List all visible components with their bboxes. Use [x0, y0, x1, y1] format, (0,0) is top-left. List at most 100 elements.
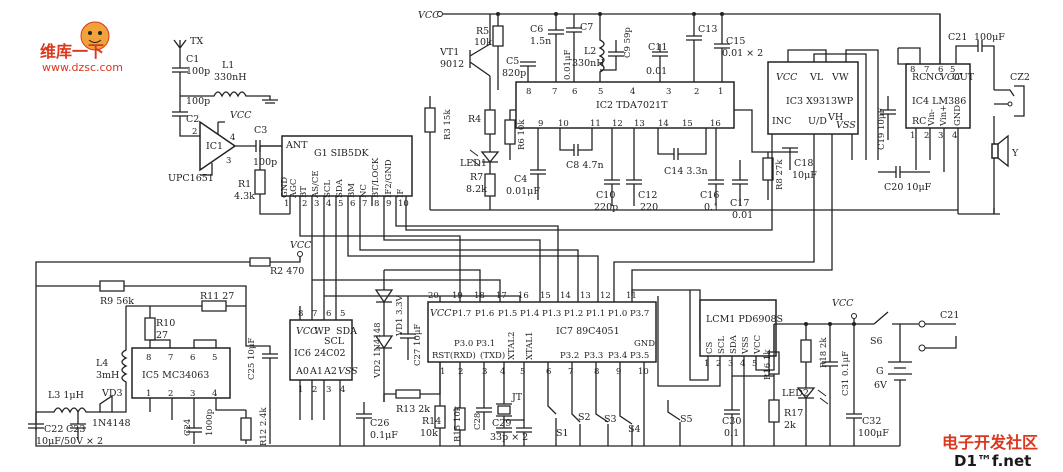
capacitor-c7: C7 0.01μF [563, 14, 593, 90]
svg-text:C29: C29 [492, 418, 511, 429]
svg-text:6: 6 [572, 87, 577, 97]
svg-text:3: 3 [482, 367, 487, 377]
svg-text:S1: S1 [556, 428, 569, 439]
svg-text:9012: 9012 [440, 59, 464, 70]
svg-text:LCM1 PD6908S: LCM1 PD6908S [706, 314, 783, 325]
svg-text:13: 13 [634, 119, 645, 129]
svg-text:11: 11 [590, 119, 601, 129]
svg-text:C30: C30 [722, 416, 741, 427]
svg-text:8: 8 [374, 199, 379, 209]
resistor-r15: R15 10k [453, 400, 466, 446]
capacitor-c13: C13 [686, 14, 717, 90]
svg-text:LED1: LED1 [460, 158, 487, 169]
capacitor-c2: 100p C2 [172, 96, 210, 137]
resistor-r16: R16 1k [763, 324, 780, 388]
svg-text:C18: C18 [794, 158, 813, 169]
svg-text:OUT: OUT [952, 72, 975, 83]
svg-text:10k: 10k [420, 428, 438, 439]
svg-text:7: 7 [168, 353, 173, 363]
svg-text:10k: 10k [474, 37, 492, 48]
svg-text:0.01 × 2: 0.01 × 2 [722, 48, 763, 59]
svg-text:VCC: VCC [418, 10, 440, 21]
svg-text:1: 1 [440, 367, 445, 377]
svg-text:4: 4 [952, 131, 957, 141]
svg-text:C26: C26 [370, 418, 389, 429]
svg-text:14: 14 [658, 119, 669, 129]
svg-text:VSS: VSS [741, 336, 751, 355]
svg-text:R3 15k: R3 15k [443, 109, 453, 140]
capacitor-c16: C16 0.1 [700, 128, 724, 213]
svg-text:15: 15 [540, 291, 551, 301]
resistor-r12: R12 2.4k [240, 407, 269, 446]
svg-text:P3.0 P3.1: P3.0 P3.1 [454, 339, 495, 349]
resistor-r3: R3 15k [424, 96, 453, 210]
svg-text:C28: C28 [473, 413, 483, 430]
svg-text:VSS: VSS [836, 120, 856, 131]
logo-text: 维库一下 [40, 42, 104, 61]
switch-s5[interactable]: S5 [667, 400, 693, 446]
svg-text:0.1: 0.1 [724, 428, 739, 439]
svg-text:5: 5 [340, 309, 345, 319]
svg-text:0.01: 0.01 [732, 210, 753, 221]
switch-s3[interactable]: S3 [595, 400, 617, 446]
resistor-r1: R1 4.3k 100p [234, 146, 277, 205]
svg-text:7: 7 [362, 199, 367, 209]
svg-text:RC: RC [912, 116, 926, 127]
ic1-amplifier: IC1 UPC1651 2 4 3 VCC [168, 110, 256, 184]
svg-text:3: 3 [326, 385, 331, 395]
svg-text:NC: NC [359, 184, 369, 198]
capacitor-c1: C1 100p [172, 54, 210, 96]
wire-ic2-to-mcu [347, 148, 833, 296]
svg-text:R16 1k: R16 1k [763, 349, 773, 380]
svg-text:5: 5 [752, 359, 757, 369]
resistor-r5: R5 10k [474, 14, 504, 90]
switch-s4[interactable]: S4 [619, 404, 641, 446]
svg-text:1: 1 [284, 199, 289, 209]
svg-text:6: 6 [546, 367, 551, 377]
svg-text:100μF: 100μF [858, 428, 889, 439]
svg-text:R15 10k: R15 10k [453, 405, 463, 442]
switch-s1[interactable]: S1 [547, 400, 569, 446]
svg-text:L3 1μH: L3 1μH [48, 390, 84, 401]
svg-text:100p: 100p [186, 66, 210, 77]
svg-text:P1.1: P1.1 [586, 309, 605, 319]
capacitor-c30: C30 0.1 [722, 376, 741, 446]
svg-text:1: 1 [704, 359, 709, 369]
svg-text:1N4148: 1N4148 [92, 418, 131, 429]
svg-text:100p: 100p [186, 96, 210, 107]
svg-text:8: 8 [910, 65, 915, 75]
svg-text:220: 220 [640, 202, 658, 213]
svg-text:IF: IF [396, 189, 406, 198]
svg-text:VD1 3.3V: VD1 3.3V [395, 294, 405, 337]
resistor-r17: R17 2k [768, 388, 803, 446]
svg-text:R9 56k: R9 56k [100, 296, 134, 307]
lcm1-display: LCM1 PD6908S CS SCL SDA VSS VCC 1 2 3 4 … [657, 290, 783, 446]
svg-text:S6: S6 [870, 336, 883, 347]
dzsc-logo[interactable]: 维库一下 www.dzsc.com [40, 21, 123, 74]
svg-text:2: 2 [302, 199, 307, 209]
svg-text:7: 7 [568, 367, 573, 377]
resistor-r11: R11 27 [126, 291, 246, 312]
svg-text:820p: 820p [502, 68, 526, 79]
svg-text:R1: R1 [238, 179, 251, 190]
svg-text:C27 10μF: C27 10μF [413, 324, 423, 366]
svg-text:3: 3 [314, 199, 319, 209]
svg-text:C10: C10 [596, 190, 615, 201]
svg-text:GND: GND [953, 105, 963, 126]
switch-s2[interactable]: S2 [571, 410, 591, 446]
svg-text:NC: NC [926, 72, 942, 83]
svg-text:4: 4 [340, 385, 345, 395]
svg-text:SCL: SCL [324, 336, 345, 347]
site-watermark[interactable]: 电子开发社区 D1™f.net [942, 433, 1038, 470]
capacitor-c10: C10 220p [594, 128, 620, 213]
svg-text:2: 2 [716, 359, 721, 369]
svg-text:33p × 2: 33p × 2 [490, 432, 528, 443]
svg-text:5: 5 [212, 353, 217, 363]
svg-text:8: 8 [298, 309, 303, 319]
svg-text:Vin-: Vin- [927, 109, 937, 127]
svg-text:R17: R17 [784, 408, 803, 419]
svg-text:C11: C11 [648, 42, 667, 53]
capacitor-c20: C20 10μF [878, 166, 932, 193]
svg-text:P3.7: P3.7 [630, 309, 649, 319]
resistor-r9: R9 56k [36, 280, 247, 320]
